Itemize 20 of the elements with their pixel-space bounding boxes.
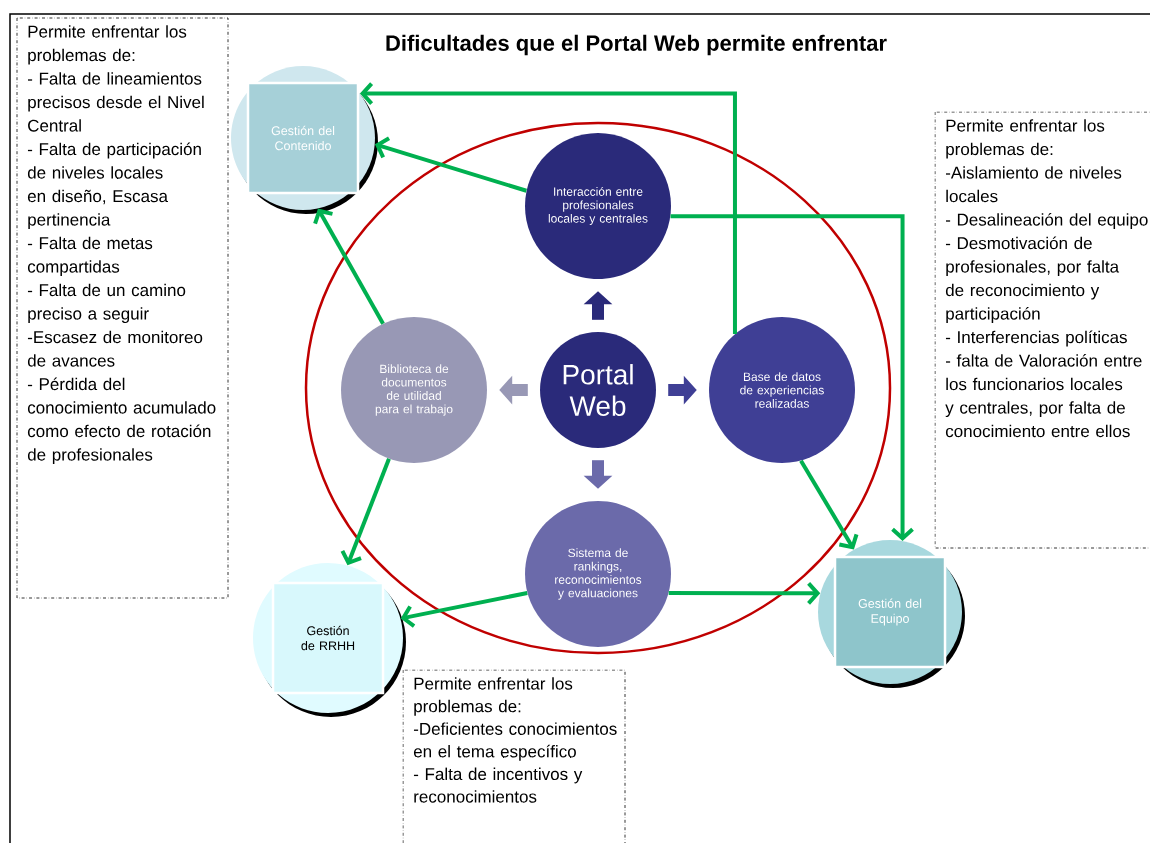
circle-node: Base de datos de experiencias realizadas — [709, 317, 855, 463]
management-badge: Gestión del Contenido — [231, 66, 378, 214]
arrow — [340, 458, 391, 566]
circle-node: Portal Web — [540, 332, 656, 448]
management-badge: Gestión del Equipo — [818, 540, 965, 688]
title: Dificultades que el Portal Web permite enfrentar — [386, 34, 887, 56]
circle-node: Interacción entre profesionales locales y centrales — [525, 133, 671, 279]
arrow — [400, 591, 528, 628]
arrow — [374, 136, 527, 193]
text-box: Permite enfrentar los problemas de: -Deficientes conocimientos en el tema específico - Falta de incentivos y reconocimientos — [402, 669, 626, 843]
text-box: Permite enfrentar los problemas de: -Aislamiento de niveles locales - Desalineación del equipo - Desmotivación de profesionales, por falta de reconocimiento y participación - Interferencias políticas - falta de Valoración entre los funcionarios locales y centrales, por falta de conocimiento entre ellos — [934, 111, 1150, 549]
management-badge: Gestión de RRHH — [253, 563, 406, 717]
circle-node: Biblioteca de documentos de utilidad para el trabajo — [341, 317, 487, 463]
text-box: Permite enfrentar los problemas de: - Falta de lineamientos precisos desde el Nivel Central - Falta de participación de niveles locales en diseño, Escasa pertinencia - Falta de metas compartidas - Falta de un camino preciso a seguir -Escasez de monitoreo de avances - Pérdida del conocimiento acumulado como efecto de rotación de profesionales — [16, 17, 229, 599]
arrow — [359, 82, 737, 334]
arrow — [670, 214, 914, 541]
arrow — [313, 208, 385, 325]
circle-node: Sistema de rankings, reconocimientos y evaluaciones — [525, 501, 671, 647]
arrow — [799, 459, 859, 550]
arrow — [668, 581, 821, 605]
